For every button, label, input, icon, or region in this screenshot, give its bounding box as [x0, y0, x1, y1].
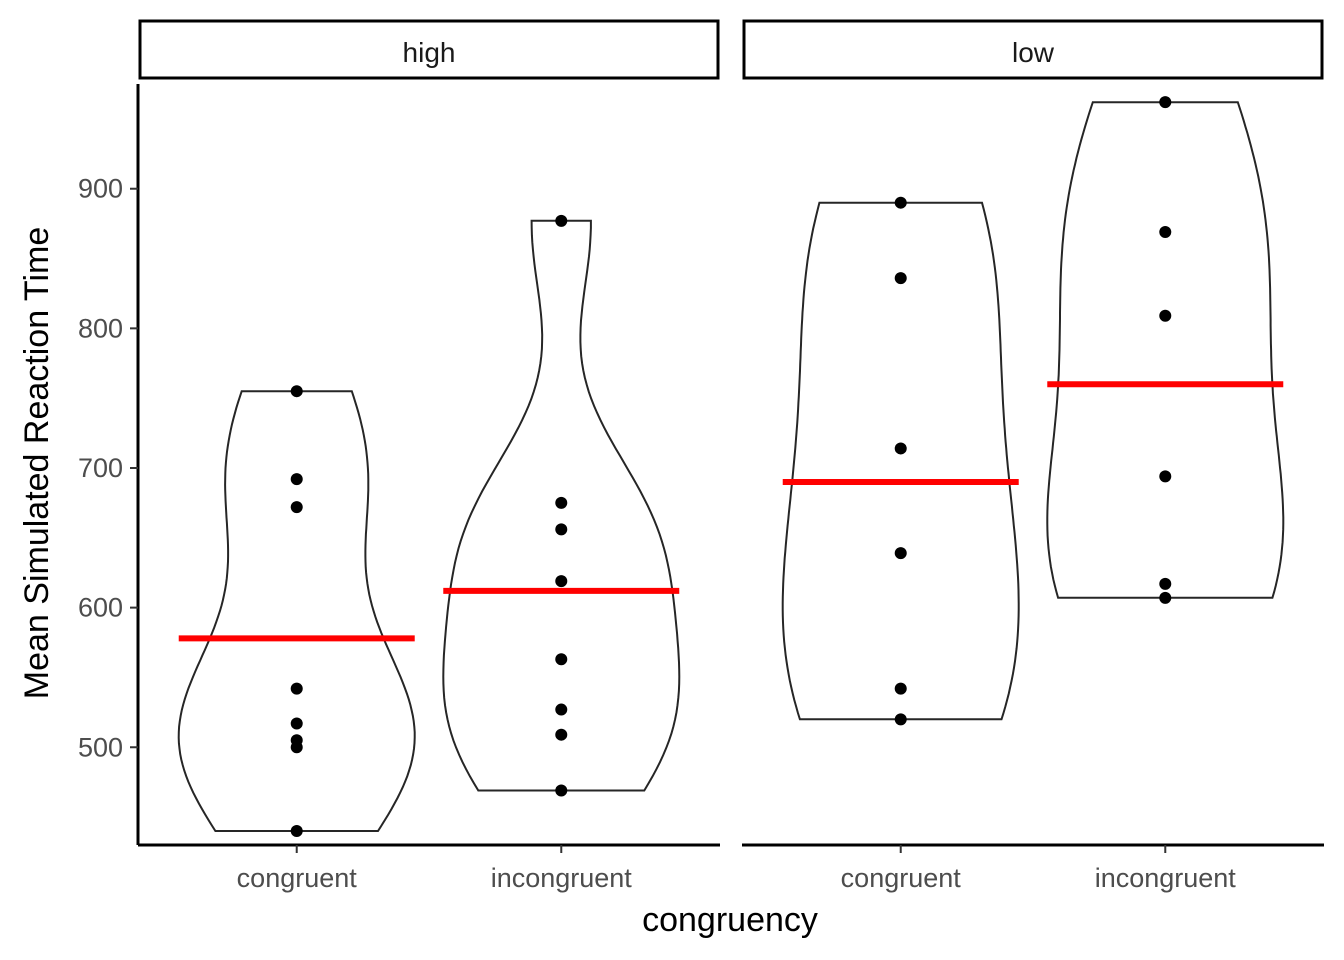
data-point: [1159, 577, 1172, 590]
violin-shape: [442, 219, 681, 792]
violin-shape: [781, 201, 1020, 721]
data-point: [290, 473, 303, 486]
x-tick-label: incongruent: [1095, 863, 1237, 893]
facet-strip: [138, 19, 720, 80]
data-point: [290, 734, 303, 747]
data-point: [290, 501, 303, 514]
data-point: [555, 703, 568, 716]
data-point: [1159, 309, 1172, 322]
data-point: [555, 728, 568, 741]
y-tick-label: 600: [78, 593, 123, 623]
x-tick-label: congruent: [237, 863, 358, 893]
x-tick-label: incongruent: [491, 863, 633, 893]
y-tick-label: 900: [78, 174, 123, 204]
data-point: [290, 385, 303, 398]
violin-shape: [177, 390, 416, 832]
data-point: [894, 196, 907, 209]
data-point: [894, 272, 907, 285]
data-point: [555, 575, 568, 588]
data-point: [894, 713, 907, 726]
y-tick-label: 700: [78, 453, 123, 483]
data-point: [555, 214, 568, 227]
data-point: [555, 653, 568, 666]
data-point: [290, 825, 303, 838]
data-point: [555, 523, 568, 536]
data-point: [894, 442, 907, 455]
y-axis-title: Mean Simulated Reaction Time: [18, 227, 56, 699]
x-tick-label: congruent: [841, 863, 962, 893]
data-point: [1159, 470, 1172, 483]
data-point: [555, 496, 568, 509]
y-axis: 500 600 700 800 900: [78, 84, 140, 845]
data-point: [290, 717, 303, 730]
data-point: [894, 547, 907, 560]
data-point: [290, 682, 303, 695]
data-point: [1159, 591, 1172, 604]
facet-panel-low: low congruent incongruent: [742, 19, 1324, 893]
violin-shape: [1046, 101, 1285, 599]
facet-strip: [742, 19, 1324, 80]
data-point: [1159, 96, 1172, 109]
x-axis-title: congruency: [642, 901, 818, 939]
y-tick-label: 800: [78, 313, 123, 343]
facet-strip-label: high: [403, 37, 456, 68]
data-point: [1159, 226, 1172, 239]
data-point: [555, 784, 568, 797]
panels-layer: high congruent incongruent low congruent inco…: [138, 19, 1324, 893]
data-point: [894, 682, 907, 695]
y-tick-label: 500: [78, 732, 123, 762]
facet-panel-high: high congruent incongruent: [138, 19, 720, 893]
facet-strip-label: low: [1012, 37, 1055, 68]
